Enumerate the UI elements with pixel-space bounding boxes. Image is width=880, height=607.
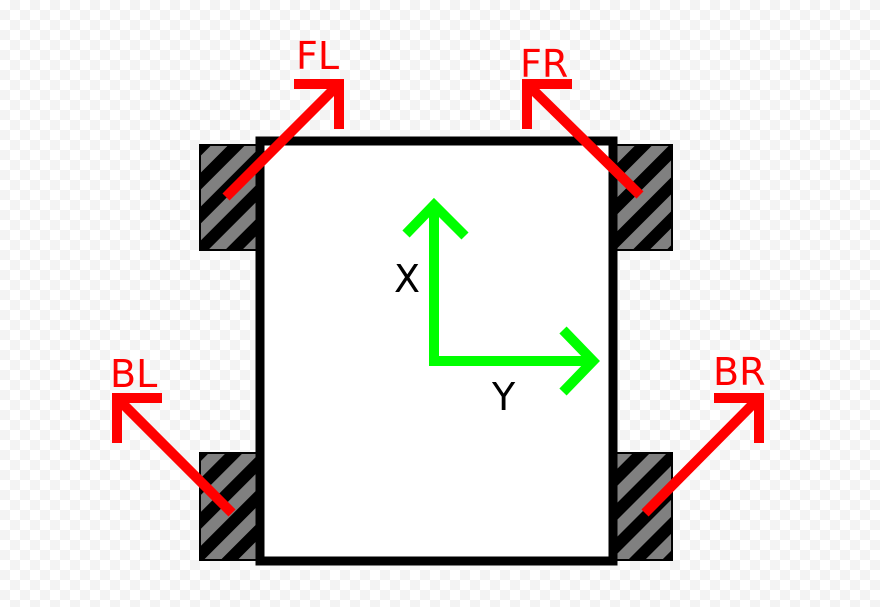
- arrow-front-right: [522, 79, 644, 199]
- label-back-left: BL: [110, 352, 157, 396]
- arrow-back-right: [641, 393, 764, 517]
- wheel-front-left: [199, 144, 259, 251]
- label-axis-y: Y: [491, 375, 516, 419]
- axis-x-arrow: [402, 197, 469, 361]
- axis-y-arrow: [429, 326, 600, 396]
- label-front-right: FR: [520, 42, 568, 86]
- wheel-front-right: [613, 144, 673, 251]
- arrow-back-left: [112, 393, 236, 517]
- arrow-front-left: [222, 79, 344, 201]
- label-axis-x: X: [394, 257, 420, 301]
- label-front-left: FL: [296, 34, 339, 78]
- wheel-back-right: [613, 452, 673, 561]
- label-back-right: BR: [713, 350, 765, 394]
